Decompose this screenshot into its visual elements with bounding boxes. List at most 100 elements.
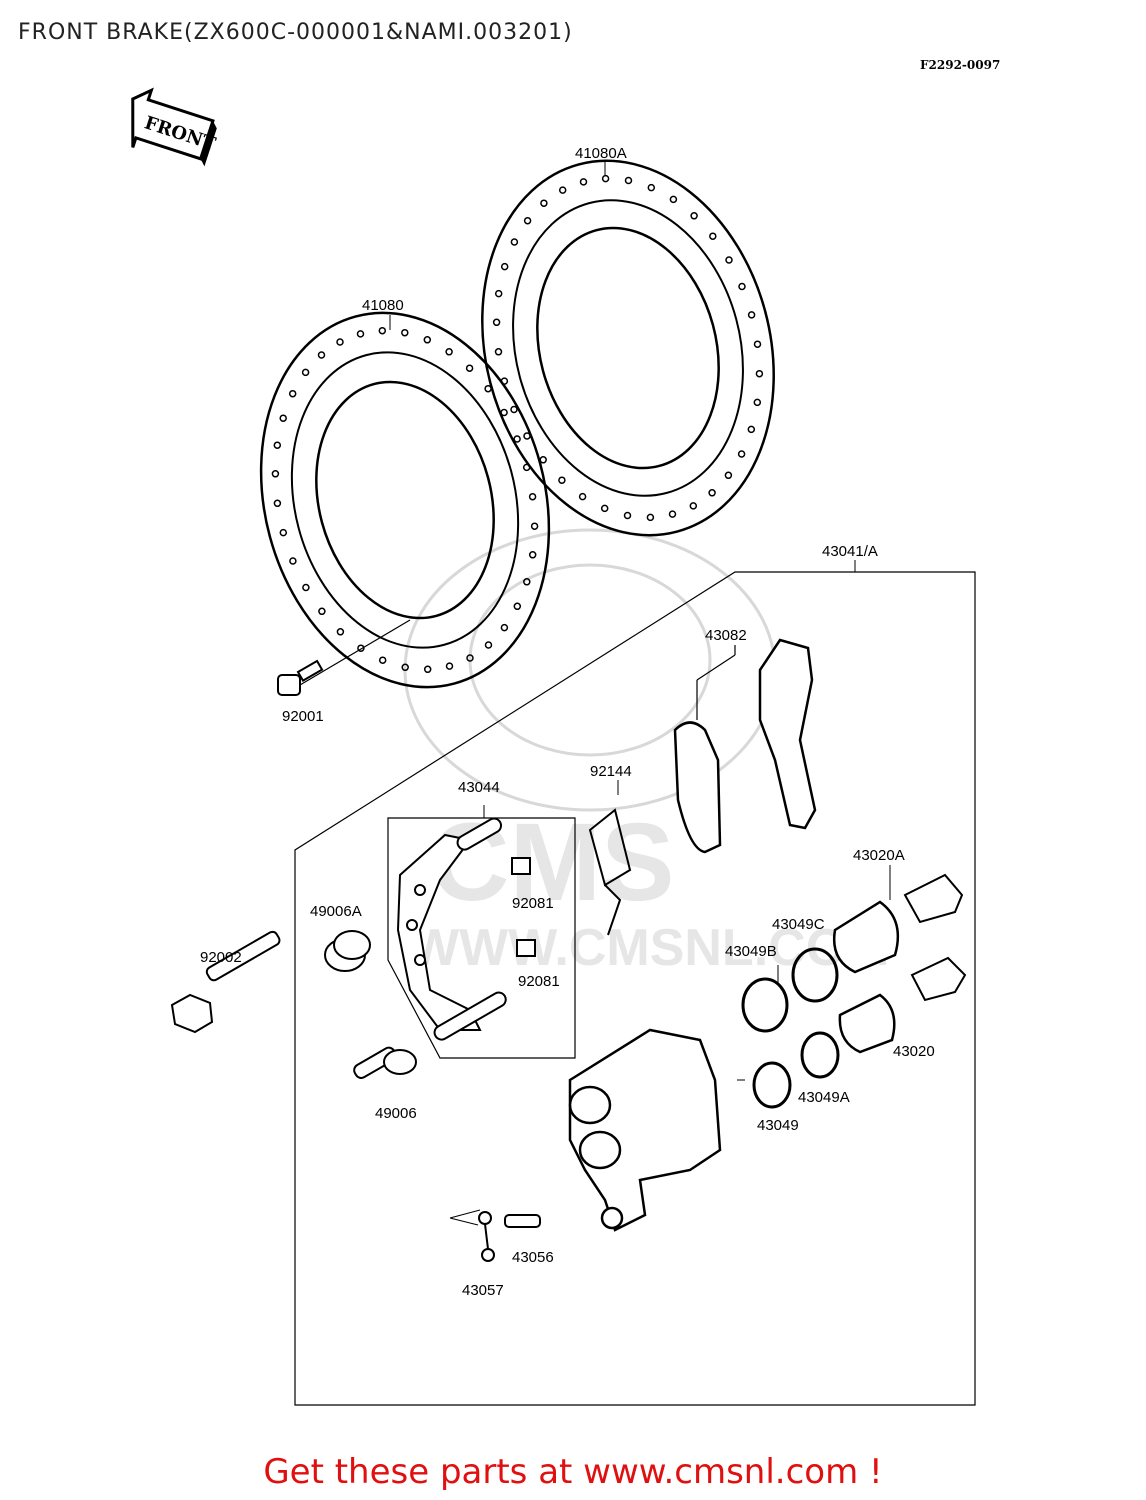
- seal-43049: [752, 1061, 792, 1109]
- rotor-hole: [738, 282, 746, 291]
- rotor-hole: [646, 513, 655, 522]
- rotor-hole: [578, 492, 587, 501]
- rotor-hole: [302, 583, 310, 592]
- rotor-hole: [318, 607, 326, 616]
- assembly-box-43041A: [294, 571, 976, 1406]
- rotor-hole: [500, 408, 508, 417]
- rotor-hole: [522, 463, 531, 472]
- rotor-hole: [558, 186, 567, 194]
- label-92001: 92001: [282, 708, 324, 725]
- rotor-hole: [747, 425, 756, 434]
- rotor-hole: [753, 398, 762, 407]
- parts-diagram: CMS WWW.CMSNL.COM FRONT: [131, 87, 976, 1406]
- bleeder-valve-43056: [504, 1214, 541, 1228]
- rotor-hole: [445, 662, 454, 670]
- rotor-hole: [709, 232, 717, 240]
- rotor-hole: [624, 176, 633, 185]
- label-49006A: 49006A: [310, 903, 362, 920]
- caliper-body: [568, 1028, 722, 1232]
- bolt-92002: [170, 930, 281, 1034]
- rotor-hole: [690, 212, 698, 220]
- rotor-hole: [356, 330, 365, 338]
- rotor-hole: [747, 311, 756, 319]
- label-43049C: 43049C: [772, 916, 825, 933]
- watermark-url: WWW.CMSNL.COM: [410, 919, 889, 977]
- rotor-hole: [737, 450, 746, 458]
- rotor-hole: [601, 174, 610, 183]
- label-41080: 41080: [362, 297, 404, 314]
- rotor-hole: [528, 492, 537, 501]
- rotor-hole: [689, 502, 698, 510]
- label-43049A: 43049A: [798, 1089, 850, 1106]
- label-43056: 43056: [512, 1249, 554, 1266]
- rotor-hole: [401, 328, 409, 337]
- rotor-hole: [494, 348, 503, 356]
- brake-pads-43082: [673, 638, 817, 854]
- rotor-hole: [288, 389, 297, 398]
- spring-92144: [588, 808, 632, 936]
- brake-disc-41080A: [481, 159, 775, 537]
- page-title: FRONT BRAKE(ZX600C-000001&NAMI.003201): [18, 20, 573, 45]
- rotor-hole: [484, 384, 492, 393]
- rotor-hole: [289, 557, 297, 565]
- bolt-92001: [277, 619, 411, 696]
- label-43082: 43082: [705, 627, 747, 644]
- rotor-hole: [510, 405, 518, 414]
- rotor-hole: [279, 414, 287, 422]
- label-41080A: 41080A: [575, 145, 627, 162]
- rotor-hole: [753, 340, 762, 348]
- rotor-hole: [484, 641, 493, 649]
- rotor-hole: [513, 435, 521, 443]
- rotor-hole: [301, 368, 310, 377]
- rotor-hole: [378, 326, 387, 335]
- rotor-hole: [500, 262, 509, 271]
- rotor-hole: [336, 628, 345, 636]
- rotor-hole: [423, 336, 432, 344]
- rotor-hole: [273, 441, 282, 449]
- label-43041A: 43041/A: [822, 543, 878, 560]
- rotor-hole: [510, 238, 519, 246]
- label-43020A: 43020A: [853, 847, 905, 864]
- rotor-hole: [494, 289, 503, 298]
- rotor-hole: [336, 338, 344, 346]
- rotor-hole: [492, 318, 501, 327]
- front-arrow: FRONT: [131, 87, 219, 167]
- clip-92081-lower: [516, 939, 536, 957]
- bleeder-cap-43057: [478, 1211, 495, 1262]
- caliper-bracket: [396, 817, 507, 1041]
- rotor-hole: [725, 256, 733, 264]
- rotor-hole: [558, 476, 566, 484]
- rotor-hole: [530, 522, 539, 530]
- watermark-brand: CMS: [430, 801, 674, 924]
- rotor-hole: [668, 510, 677, 518]
- rotor-hole: [445, 348, 453, 356]
- rotor-hole: [423, 665, 432, 674]
- rotor-hole: [271, 470, 280, 478]
- rotor-hole: [523, 578, 531, 586]
- rotor-hole: [378, 656, 387, 664]
- label-49006: 49006: [375, 1105, 417, 1122]
- pin-49006: [353, 1046, 417, 1079]
- label-43020: 43020: [893, 1043, 935, 1060]
- rotor-hole: [540, 199, 548, 207]
- rotor-hole: [465, 364, 474, 372]
- rotor-hole: [579, 178, 588, 186]
- label-43057: 43057: [462, 1282, 504, 1299]
- seal-43049A: [800, 1031, 840, 1079]
- rotor-hole: [279, 528, 288, 537]
- rotor-hole: [647, 183, 656, 192]
- label-43049: 43049: [757, 1117, 799, 1134]
- rotor-hole: [708, 489, 716, 497]
- rotor-hole: [528, 551, 537, 559]
- rotor-hole: [513, 602, 522, 611]
- footer-promo[interactable]: Get these parts at www.cmsnl.com !: [263, 1452, 883, 1492]
- label-92081-lower: 92081: [518, 973, 560, 990]
- rotor-hole: [273, 499, 282, 508]
- rotor-hole: [724, 471, 733, 480]
- piston-43020: [838, 993, 896, 1054]
- rotor-hole: [523, 216, 532, 225]
- diagram-code: F2292-0097: [920, 58, 1001, 72]
- rotor-hole: [600, 504, 609, 513]
- label-92144: 92144: [590, 763, 632, 780]
- rotor-hole: [317, 351, 326, 359]
